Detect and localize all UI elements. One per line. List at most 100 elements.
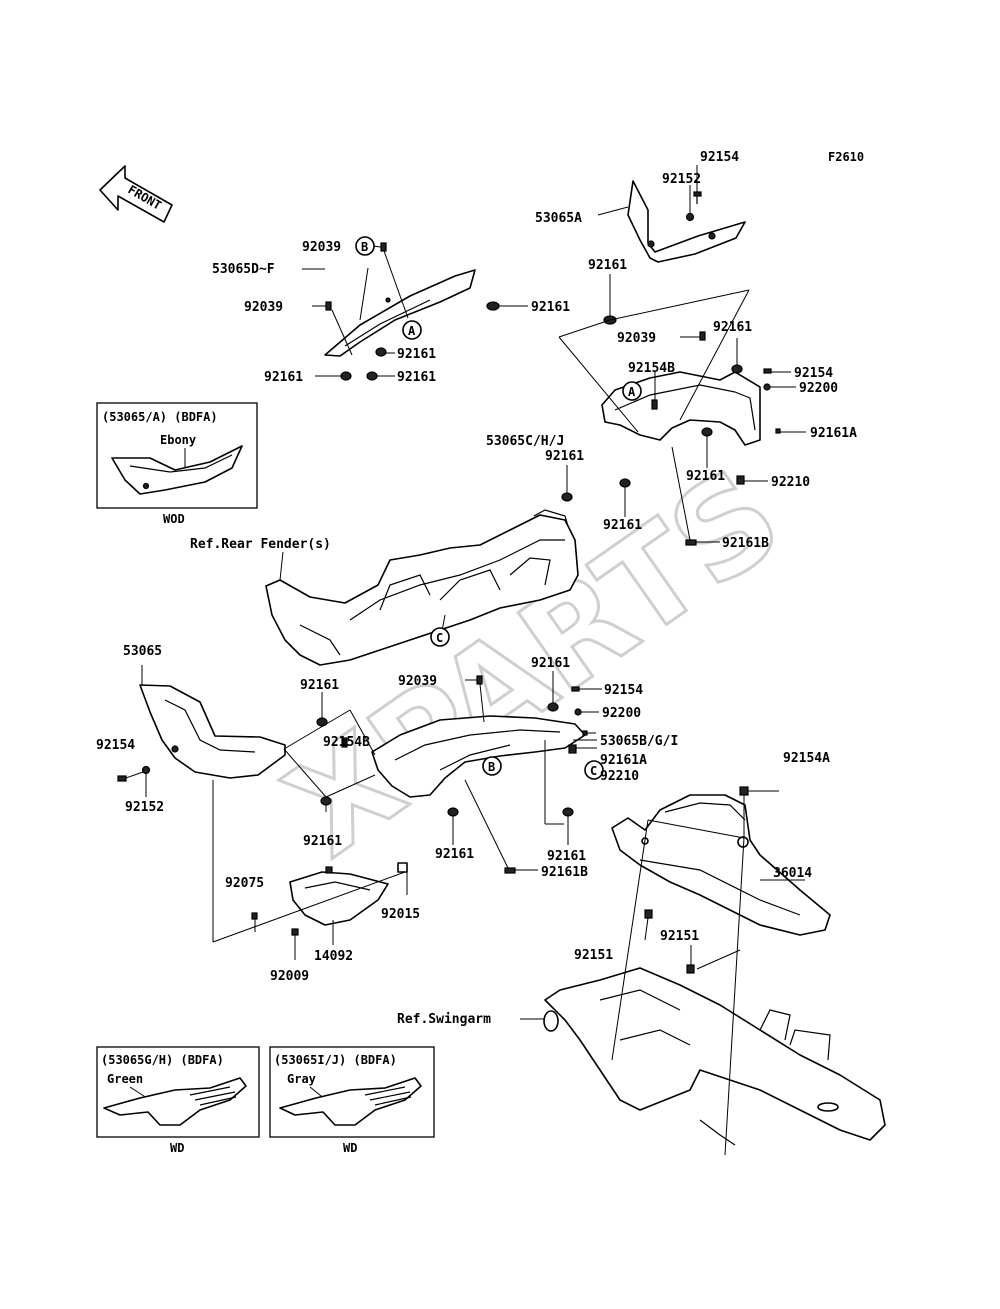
label-92161A-m: 92161A: [600, 753, 647, 768]
label-92009: 92009: [270, 969, 309, 984]
callout-B-upper: B: [355, 236, 375, 256]
grommet-92161-h: [701, 427, 713, 437]
svg-text:C: C: [590, 764, 597, 778]
washer-92200-m: [574, 708, 582, 716]
svg-text:A: A: [408, 324, 416, 338]
label-92039-a: 92039: [302, 240, 341, 255]
cover-14092: [289, 866, 389, 926]
screw-92154B-a: [651, 399, 658, 410]
label-92039-c: 92039: [617, 331, 656, 346]
screw-92154-top: [693, 191, 702, 204]
clip-92039-c: [699, 331, 706, 341]
label-92161-k: 92161: [531, 656, 570, 671]
screw-92154-m: [571, 686, 580, 692]
inset-ebony: (53065/A) (BDFA) Ebony WOD: [96, 402, 258, 526]
bolt-92151-b: [686, 964, 695, 974]
svg-text:A: A: [628, 385, 636, 399]
screw-92154-l: [117, 775, 127, 782]
clip-92039-d: [476, 675, 483, 685]
figure-code: F2610: [828, 150, 864, 164]
label-92161-f: 92161: [713, 320, 752, 335]
inset-ebony-code: WOD: [163, 512, 185, 526]
inset-green-code: WD: [170, 1141, 184, 1155]
washer-92200-r: [763, 383, 771, 391]
washer-92152-top: [685, 212, 695, 222]
label-92151-b: 92151: [660, 929, 699, 944]
grommet-92161-m: [447, 807, 459, 817]
cover-53065BGI: [371, 715, 586, 798]
leader-lines: [125, 165, 806, 1156]
inset-green-header: (53065G/H) (BDFA): [101, 1053, 224, 1067]
front-arrow-icon: FRONT: [99, 165, 173, 223]
label-53065DF: 53065D~F: [212, 262, 275, 277]
label-92039-b: 92039: [244, 300, 283, 315]
part-labels: 92154 92152 53065A 92039 92039 92161 530…: [96, 150, 857, 1027]
side-cover-53065A: [627, 180, 746, 263]
label-ref-rear-fender: Ref.Rear Fender(s): [190, 537, 331, 552]
inset-gray-code: WD: [343, 1141, 357, 1155]
label-92161A-r: 92161A: [810, 426, 857, 441]
label-92161B-r: 92161B: [722, 536, 769, 551]
label-92152-l: 92152: [125, 800, 164, 815]
nut-92161A-m: [582, 730, 588, 736]
label-92161-b: 92161: [397, 347, 436, 362]
callout-C-lower: C: [584, 760, 604, 780]
label-92015: 92015: [381, 907, 420, 922]
grommet-92161-i: [619, 478, 631, 488]
bolt-92151-a: [644, 909, 653, 919]
inset-gray: (53065I/J) (BDFA) Gray WD: [269, 1046, 435, 1155]
svg-text:B: B: [361, 240, 368, 254]
label-92161-h: 92161: [686, 469, 725, 484]
screw-92075: [251, 912, 258, 920]
grommet-92161-d: [366, 371, 378, 381]
label-92039-d: 92039: [398, 674, 437, 689]
grommet-92161-c: [340, 371, 352, 381]
nut-92210-r: [736, 475, 745, 485]
label-92154-top: 92154: [700, 150, 739, 165]
callout-A-middle: A: [622, 381, 642, 401]
label-92161-i: 92161: [603, 518, 642, 533]
nut-92210-m: [568, 744, 577, 754]
clip-92161B-r: [685, 539, 697, 546]
label-92154B-b: 92154B: [323, 735, 370, 750]
clip-92015: [397, 862, 408, 873]
label-92161-c: 92161: [264, 370, 303, 385]
label-92154B-a: 92154B: [628, 361, 675, 376]
label-36014: 36014: [773, 866, 812, 881]
label-ref-swingarm: Ref.Swingarm: [397, 1012, 491, 1027]
clip-92039-a: [380, 242, 387, 252]
rear-fender-ref: [265, 509, 579, 666]
label-92161-n: 92161: [547, 849, 586, 864]
grommet-92161-g: [561, 492, 573, 502]
swingarm-ref: [543, 967, 886, 1146]
callout-C-fender: C: [430, 627, 450, 647]
label-92161-g: 92161: [545, 449, 584, 464]
label-53065A: 53065A: [535, 211, 582, 226]
svg-text:B: B: [488, 760, 495, 774]
inset-ebony-header: (53065/A) (BDFA): [102, 410, 218, 424]
clip-92161B-m: [504, 867, 516, 874]
inset-gray-color: Gray: [287, 1072, 316, 1086]
label-92154-m: 92154: [604, 683, 643, 698]
label-92210-r: 92210: [771, 475, 810, 490]
label-53065CHJ: 53065C/H/J: [486, 434, 564, 449]
grommet-92161-l: [320, 796, 332, 806]
label-53065: 53065: [123, 644, 162, 659]
nut-92161A-r: [775, 428, 781, 434]
label-92152-top: 92152: [662, 172, 701, 187]
side-cover-53065: [139, 684, 286, 779]
clip-92039-b: [325, 301, 332, 311]
label-92161B-m: 92161B: [541, 865, 588, 880]
inset-ebony-color: Ebony: [160, 433, 196, 447]
label-92200-m: 92200: [602, 706, 641, 721]
cover-53065DF: [324, 269, 476, 357]
grommet-92161-f: [731, 364, 743, 374]
inset-gray-header: (53065I/J) (BDFA): [274, 1053, 397, 1067]
label-92154-l: 92154: [96, 738, 135, 753]
grommet-92161-b: [375, 347, 387, 357]
label-92161-l: 92161: [303, 834, 342, 849]
label-92161-d: 92161: [397, 370, 436, 385]
grommet-92161-n: [562, 807, 574, 817]
label-92075: 92075: [225, 876, 264, 891]
